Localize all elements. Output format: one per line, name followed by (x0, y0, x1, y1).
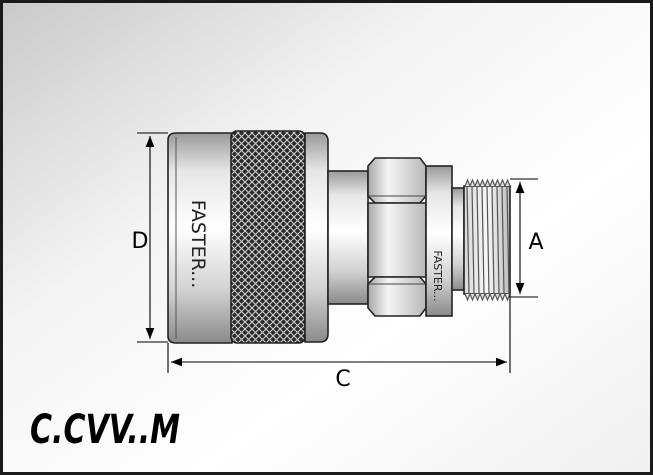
thread-tooth-top (489, 178, 496, 187)
dimension-a-label: A (528, 230, 543, 255)
thread-crest (486, 185, 490, 295)
model-code: C.CVV..M (30, 407, 180, 453)
thread-tooth-top (479, 178, 486, 187)
coupling-body (167, 130, 511, 344)
thread-crest (506, 185, 510, 295)
thread-crest (501, 185, 505, 295)
dimension-d-label: D (132, 229, 149, 254)
dimension-c-label: C (335, 367, 350, 392)
thread-tooth-bottom (499, 293, 506, 302)
thread-tooth-bottom (484, 293, 491, 302)
thread-tooth-top (469, 178, 476, 187)
thread-tooth-bottom (474, 293, 481, 302)
thread-tooth-bottom (479, 293, 486, 302)
thread-crest (481, 185, 485, 295)
thread-tooth-top (484, 178, 491, 187)
thread-tooth-top (499, 178, 506, 187)
thread-tooth-bottom (489, 293, 496, 302)
thread-lines (464, 178, 511, 302)
hex-nut (367, 157, 427, 317)
knurled-ring (230, 130, 306, 344)
thread-crest (471, 185, 475, 295)
thread-crest (466, 185, 470, 295)
thread-tooth-bottom (504, 293, 511, 302)
thread-crest (496, 185, 500, 295)
thread-tooth-bottom (469, 293, 476, 302)
thread-crest (476, 185, 480, 295)
dimension-lines (137, 132, 538, 373)
thread-tooth-top (464, 178, 471, 187)
brand-mark-body: FASTER... (187, 200, 209, 289)
brand-mark-nut: FASTER... (431, 250, 444, 301)
thread-tooth-top (494, 178, 501, 187)
thread-tooth-top (504, 178, 511, 187)
thread-crest (491, 185, 495, 295)
thread-tooth-top (474, 178, 481, 187)
thread-tooth-bottom (464, 293, 471, 302)
thread-tooth-bottom (494, 293, 501, 302)
